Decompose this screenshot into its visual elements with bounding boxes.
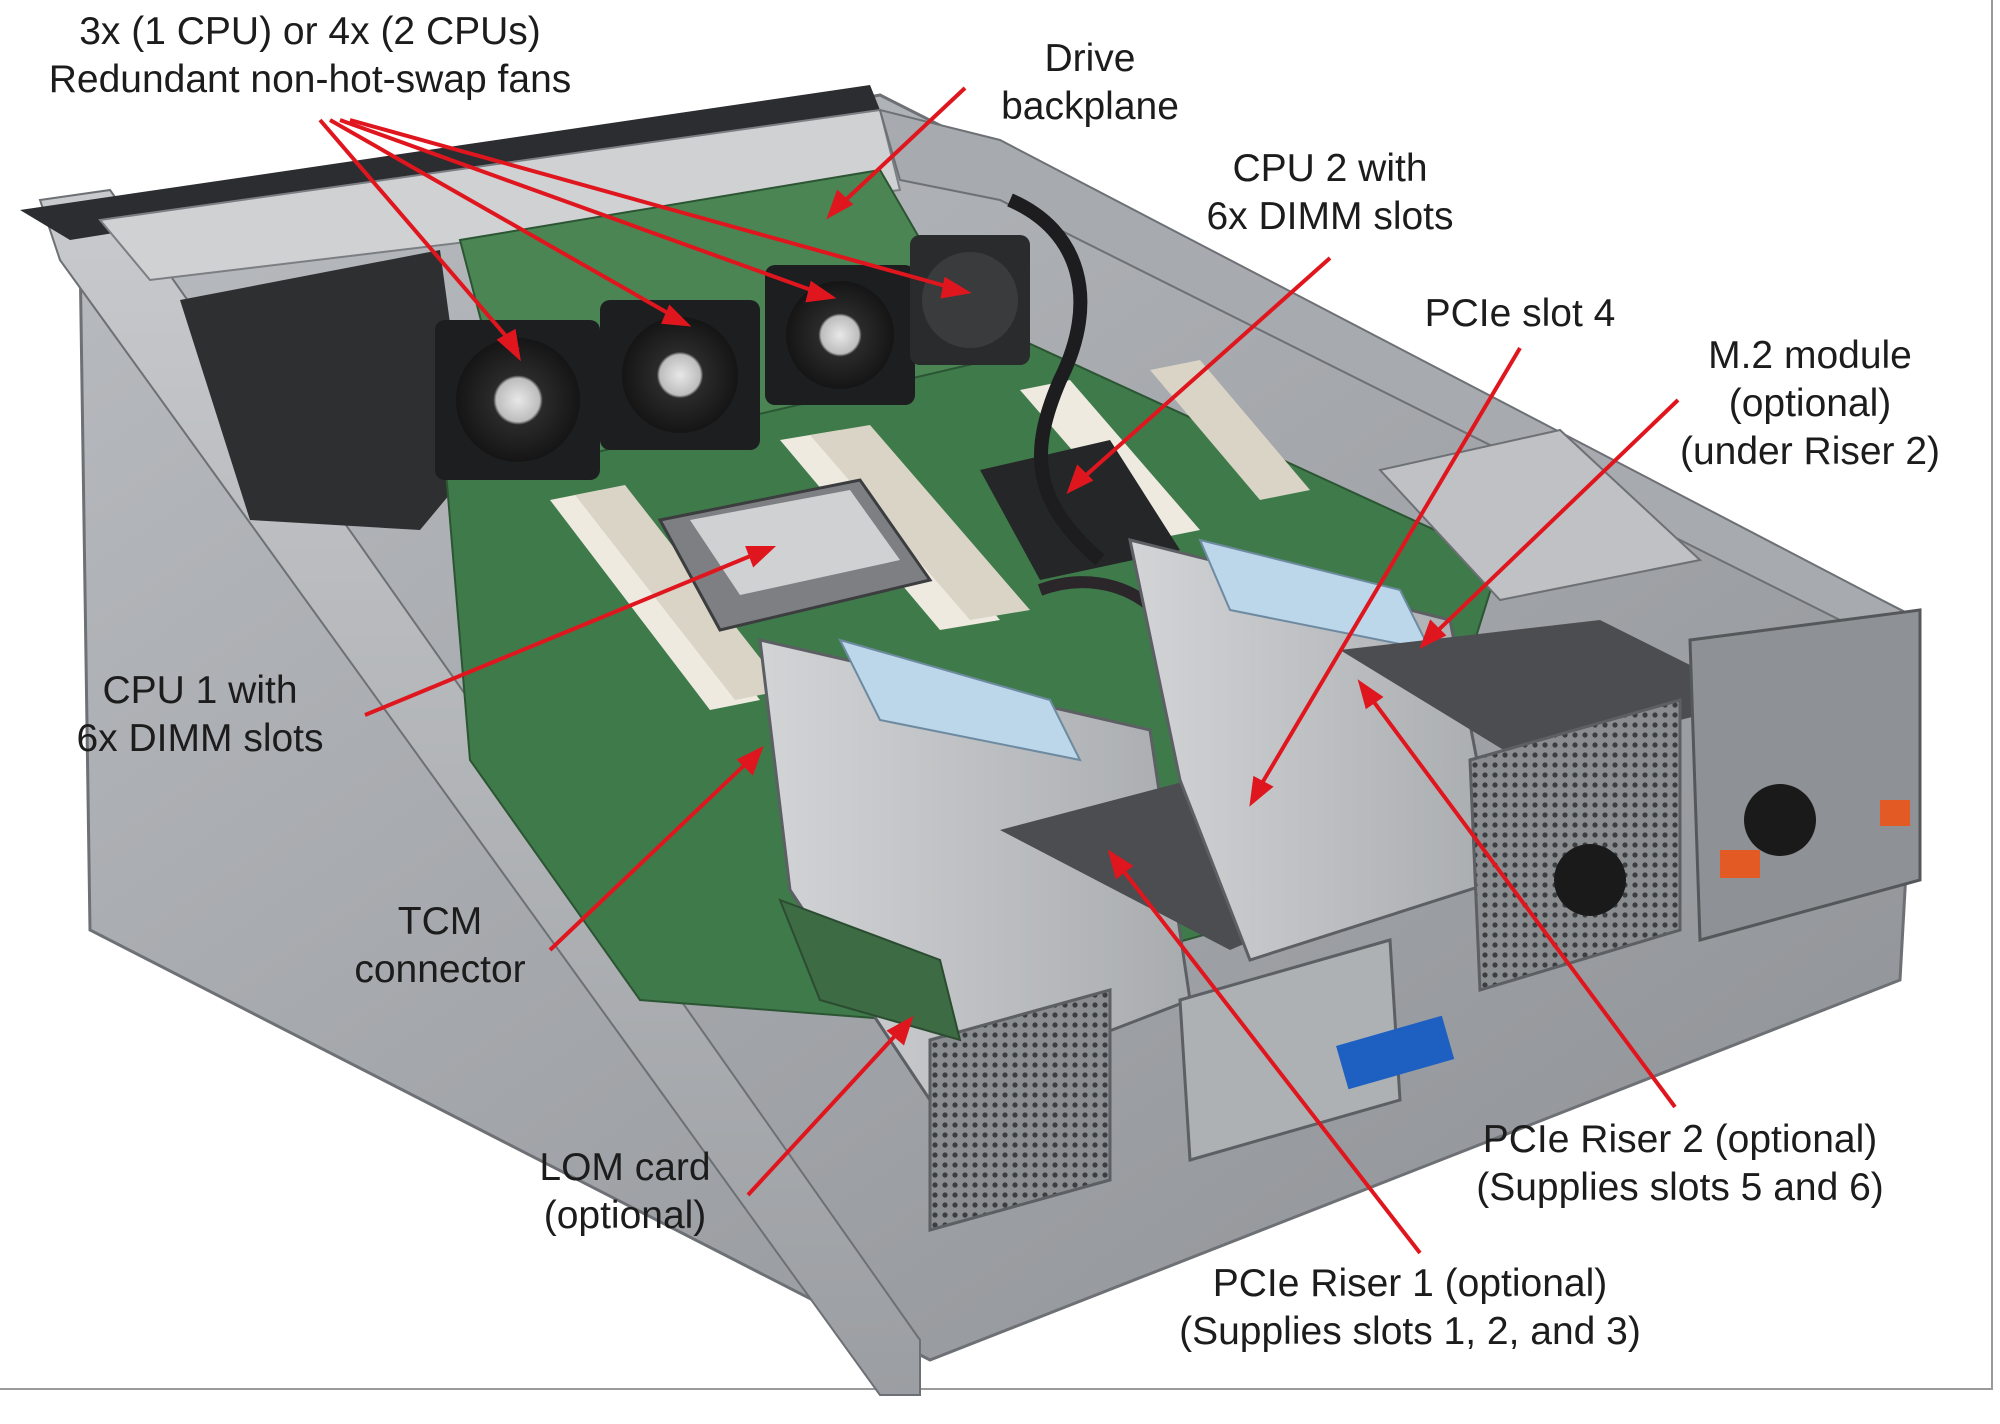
label-riser2: PCIe Riser 2 (optional) (Supplies slots … — [1440, 1116, 1920, 1212]
fan-1 — [435, 320, 600, 480]
label-riser1-line1: PCIe Riser 1 (optional) — [1212, 1262, 1608, 1305]
label-lom-line1: LOM card — [539, 1146, 711, 1189]
label-tcm-line2: connector — [354, 948, 526, 991]
lom-card — [778, 898, 962, 1042]
power-supplies — [1554, 608, 1922, 942]
fan-cavity — [180, 250, 470, 530]
arrow-fan-4 — [349, 118, 972, 299]
arrow-cpu1 — [364, 546, 777, 717]
arrow-m2 — [1419, 398, 1680, 650]
label-cpu2-line1: CPU 2 with — [1232, 147, 1428, 190]
label-fans-line1: 3x (1 CPU) or 4x (2 CPUs) — [79, 10, 541, 53]
label-m2-module-line3: (under Riser 2) — [1679, 430, 1941, 473]
arrow-fan-1 — [318, 118, 521, 362]
label-m2-module-line1: M.2 module — [1708, 334, 1912, 377]
label-cpu2-line2: 6x DIMM slots — [1206, 195, 1454, 238]
arrow-drive-backplane — [826, 86, 967, 220]
arrow-tcm — [548, 745, 764, 952]
label-cpu1: CPU 1 with 6x DIMM slots — [40, 667, 360, 763]
label-drive-backplane: Drive backplane — [960, 35, 1220, 131]
arrow-riser2 — [1357, 679, 1677, 1109]
label-lom-line2: (optional) — [543, 1194, 707, 1237]
label-cpu1-line2: 6x DIMM slots — [76, 717, 324, 760]
label-cpu1-line1: CPU 1 with — [102, 669, 298, 712]
m2-area — [1378, 428, 1703, 602]
label-riser1: PCIe Riser 1 (optional) (Supplies slots … — [1150, 1260, 1670, 1356]
annotation-arrows — [318, 86, 1680, 1255]
label-m2-module: M.2 module (optional) (under Riser 2) — [1650, 332, 1970, 476]
label-lom: LOM card (optional) — [500, 1144, 750, 1240]
label-drive-backplane-line2: backplane — [1001, 85, 1179, 128]
arrow-riser1 — [1107, 849, 1422, 1255]
label-riser1-line2: (Supplies slots 1, 2, and 3) — [1179, 1310, 1641, 1353]
label-fans-line2: Redundant non-hot-swap fans — [48, 58, 572, 101]
label-fans: 3x (1 CPU) or 4x (2 CPUs) Redundant non-… — [0, 8, 620, 104]
label-cpu2: CPU 2 with 6x DIMM slots — [1160, 145, 1500, 241]
label-pcie-slot4: PCIe slot 4 — [1380, 290, 1660, 338]
fan-3 — [765, 265, 915, 405]
front-drive-area — [98, 108, 902, 282]
label-drive-backplane-line1: Drive — [1044, 37, 1136, 80]
label-riser2-line1: PCIe Riser 2 (optional) — [1482, 1118, 1878, 1161]
arrow-fan-2 — [329, 118, 692, 327]
label-pcie-slot4-line1: PCIe slot 4 — [1424, 292, 1616, 335]
arrow-pcie-slot4 — [1249, 346, 1522, 807]
fan-2 — [600, 300, 760, 450]
label-riser2-line2: (Supplies slots 5 and 6) — [1476, 1166, 1884, 1209]
label-m2-module-line2: (optional) — [1728, 382, 1892, 425]
cable-bundle — [1007, 193, 1105, 566]
rear-io — [928, 698, 1682, 1232]
label-tcm-line1: TCM — [397, 900, 483, 943]
arrow-fan-3 — [339, 118, 837, 303]
fan-4-bay — [910, 235, 1030, 365]
label-tcm: TCM connector — [320, 898, 560, 994]
arrow-cpu2 — [1066, 256, 1332, 495]
pcie-riser-2 — [1128, 537, 1760, 962]
arrow-lom — [746, 1015, 914, 1197]
